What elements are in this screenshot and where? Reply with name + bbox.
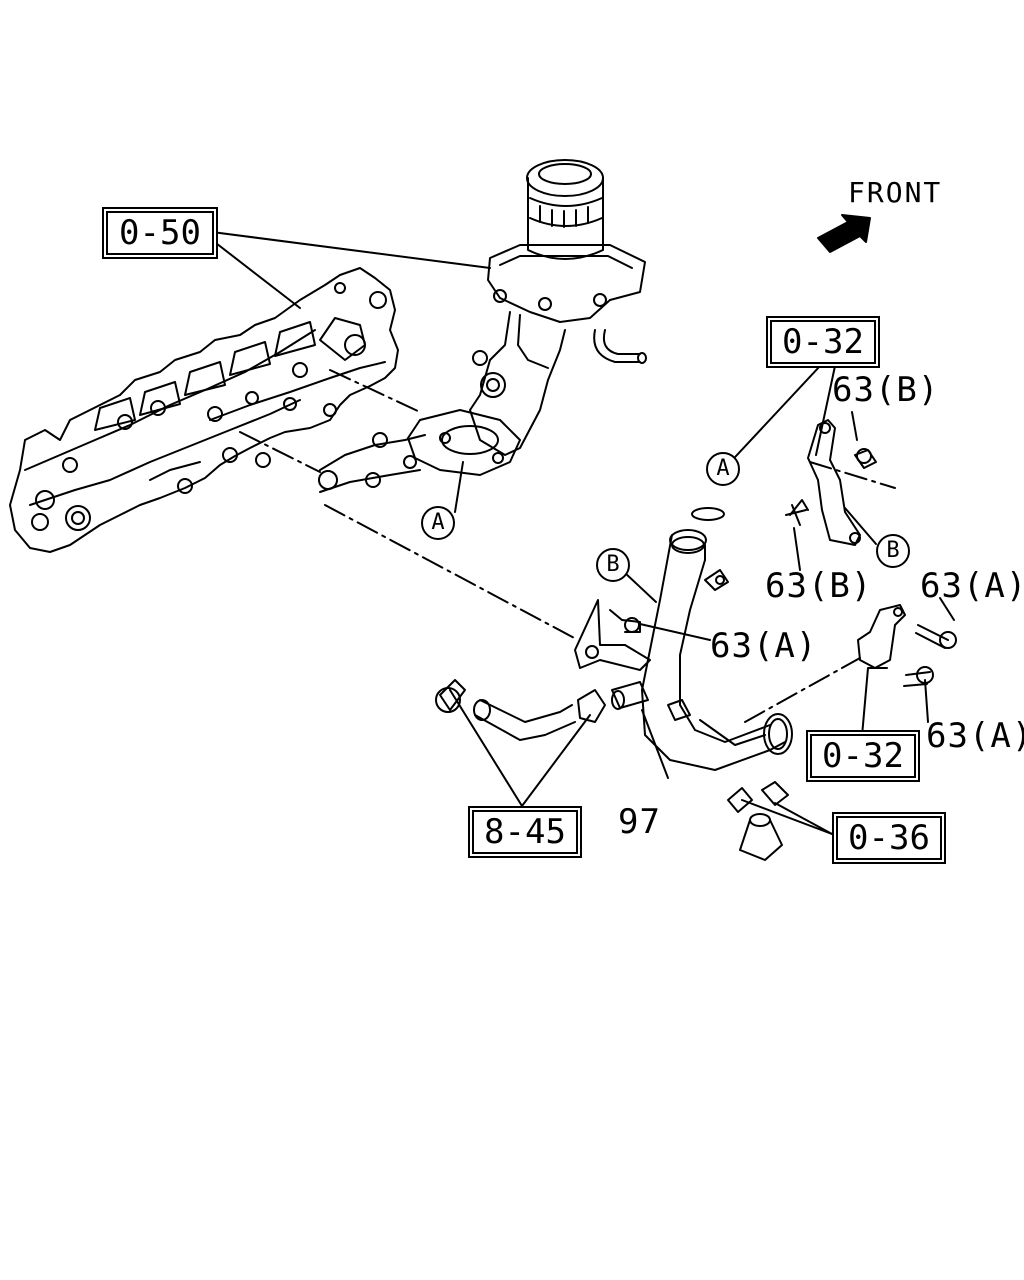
ref-box-0-36[interactable]: 0-36 [836, 816, 942, 860]
match-mark-a-left: A [421, 506, 455, 540]
water-pipe-97 [641, 507, 793, 771]
part-label-63a-center: 63(A) [710, 626, 818, 666]
hose-8-45 [435, 679, 691, 741]
ref-box-8-45[interactable]: 8-45 [472, 810, 578, 854]
bracket-a-right [857, 604, 957, 687]
part-label-97: 97 [618, 802, 661, 842]
ref-box-0-32-top[interactable]: 0-32 [770, 320, 876, 364]
part-label-63a-right: 63(A) [920, 566, 1024, 606]
bracket-b-right [785, 419, 877, 546]
engine-block-assembly [9, 267, 399, 553]
oil-filter-housing [318, 159, 647, 493]
bracket-b-left [574, 599, 651, 671]
alignment-lines [239, 369, 896, 723]
match-mark-a-right: A [706, 452, 740, 486]
leader-lines [211, 231, 955, 836]
match-mark-b-left: B [596, 548, 630, 582]
front-direction-arrow-icon [817, 214, 871, 253]
ref-box-0-50[interactable]: 0-50 [106, 211, 214, 255]
match-mark-b-right: B [876, 534, 910, 568]
part-label-63a-lower: 63(A) [926, 716, 1024, 756]
part-label-63b-mid: 63(B) [765, 566, 873, 606]
part-label-63b-top: 63(B) [832, 370, 940, 410]
hose-0-36 [727, 781, 789, 861]
front-label: FRONT [848, 176, 943, 209]
ref-box-0-32-bottom[interactable]: 0-32 [810, 734, 916, 778]
